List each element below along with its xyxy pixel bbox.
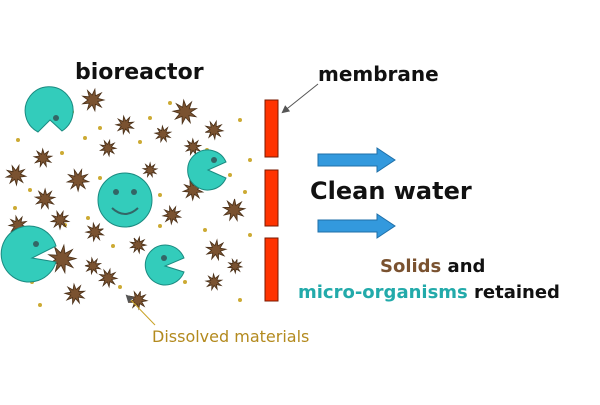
solid-particle [204,119,225,141]
dissolved-dot [38,303,42,307]
solid-particle [204,272,224,292]
dissolved-dot [248,233,252,237]
dissolved-materials-label: Dissolved materials [152,327,309,346]
solid-particle [127,290,149,311]
dissolved-dot [148,116,152,120]
solid-particles [4,87,247,311]
solid-particle [33,187,57,210]
solid-particle [63,282,87,306]
dissolved-dot [60,151,64,155]
dissolved-dot [138,140,142,144]
dissolved-dot [228,173,232,177]
microbe-pacman [187,149,227,191]
membrane-segment [264,237,279,302]
solids-word: Solids [380,256,441,277]
solid-particle [171,98,198,126]
solid-particle [129,235,148,255]
dissolved-dot [86,216,90,220]
solid-particle [141,161,159,179]
flow-arrow [317,213,396,239]
solid-particle [204,238,228,262]
dissolved-dot [243,190,247,194]
solid-particle [153,124,173,144]
clean-water-label: Clean water [310,177,472,205]
membrane-pointer-line [281,83,319,114]
dissolved-dot [238,298,242,302]
flow-arrow [317,147,396,173]
dissolved-dot [203,228,207,232]
solid-particle [181,179,205,202]
membrane-segment [264,169,279,227]
solid-particle [84,221,105,243]
membrane-segment [264,99,279,158]
dissolved-pointer-line [125,294,156,326]
dissolved-dot [13,206,17,210]
dissolved-dot [28,188,32,192]
microbe-pacman [24,86,74,133]
dissolved-dot [183,280,187,284]
membrane [264,99,279,302]
solid-particle [221,198,247,222]
solid-particle [226,258,244,275]
dissolved-dot [158,224,162,228]
dissolved-dot [83,136,87,140]
solid-particle [49,210,71,231]
dissolved-dot [118,285,122,289]
dissolved-dot [238,118,242,122]
solids-retained-line1: Solids and [380,256,485,277]
membrane-label: membrane [318,62,439,86]
solid-particle [114,114,135,136]
solid-particle [183,137,203,157]
solid-particle [47,243,78,275]
solids-retained-line2: micro-organisms retained [298,282,560,303]
and-word: and [441,256,485,277]
solid-particle [98,138,118,158]
micro-organisms-word: micro-organisms [298,282,468,303]
solid-particle [84,256,103,276]
dissolved-dot [98,126,102,130]
dissolved-dot [111,244,115,248]
solid-particle [81,87,106,113]
microbe-pacman [0,225,57,283]
solid-particle [32,147,54,168]
solid-particle [4,163,28,187]
microbe-smiley [97,172,153,228]
solid-particle [97,267,119,289]
dissolved-dot [168,101,172,105]
microbe-pacman [144,244,185,286]
dissolved-dot [98,176,102,180]
microbes [0,86,227,286]
solid-particle [161,204,183,226]
retained-word: retained [468,282,560,303]
dissolved-dot [158,193,162,197]
bioreactor-label: bioreactor [75,60,204,85]
solid-particle [65,168,91,193]
dissolved-dot [16,138,20,142]
dissolved-dot [248,158,252,162]
